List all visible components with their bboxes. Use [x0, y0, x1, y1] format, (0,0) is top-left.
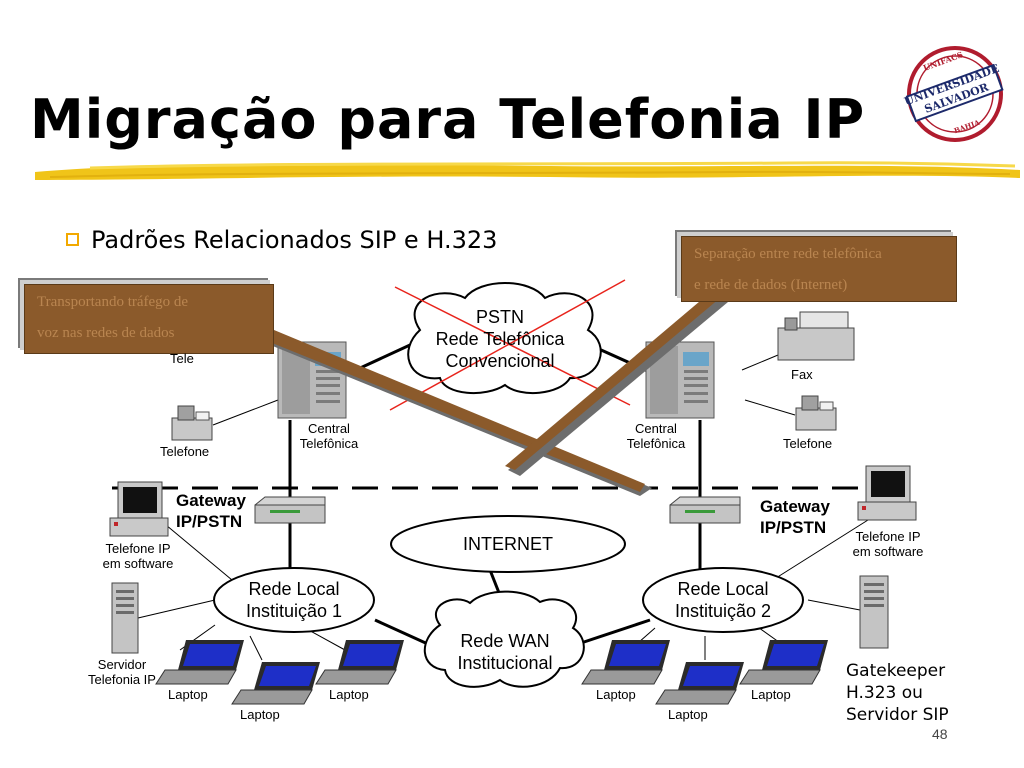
telefone-left-partial-label: Tele — [170, 351, 194, 366]
pstn-line3: Convencional — [445, 351, 555, 371]
gatekeeper-label: Gatekeeper H.323 ou Servidor SIP — [846, 660, 953, 726]
softphone-left-label: Telefone IP em software — [88, 541, 188, 571]
wan-line1: Rede WAN — [460, 631, 550, 651]
connection-lines — [288, 343, 702, 647]
gatekeeper-line1: Gatekeeper — [846, 661, 946, 681]
lan1-line2: Instituição 1 — [245, 601, 343, 621]
fax-label: Fax — [791, 367, 813, 382]
lan2-ellipse — [642, 567, 804, 633]
central-left-label: Central Telefônica — [284, 421, 374, 451]
page-number: 48 — [932, 726, 948, 742]
lan1-line1: Rede Local — [248, 579, 340, 599]
pc-right-icon — [857, 465, 917, 521]
laptop-label-3: Laptop — [329, 687, 369, 702]
telephone-left-icon — [171, 405, 213, 441]
laptop-label-2: Laptop — [240, 707, 280, 722]
gateway-left-line2: IP/PSTN — [176, 512, 243, 531]
gateway-left-icon — [254, 496, 326, 524]
pstn-line2: Rede Telefônica — [435, 329, 565, 349]
laptop-icon-5 — [655, 662, 744, 705]
server-right-icon — [859, 575, 889, 649]
gateway-right-line1: Gateway — [760, 497, 830, 516]
laptop-icon-2 — [231, 662, 320, 705]
gateway-right-line2: IP/PSTN — [760, 518, 827, 537]
callout-left-line2: voz nas redes de dados — [37, 325, 175, 341]
gateway-right-label: Gateway IP/PSTN — [760, 496, 830, 538]
softphone-right-line2: em software — [852, 544, 924, 559]
gatekeeper-line3: Servidor SIP — [846, 705, 949, 725]
telefone-left-label: Telefone — [160, 444, 210, 459]
central-right-label: Central Telefônica — [611, 421, 701, 451]
pstn-line1: PSTN — [475, 307, 524, 327]
wan-cloud — [423, 590, 585, 688]
wan-label: Rede WAN Institucional — [430, 630, 580, 674]
central-right-line2: Telefônica — [626, 436, 686, 451]
laptop-label-1: Laptop — [168, 687, 208, 702]
telephone-right-icon — [795, 395, 837, 431]
gateway-right-icon — [669, 496, 741, 524]
softphone-right-label: Telefone IP em software — [838, 529, 938, 559]
pstn-cross-lines — [389, 279, 631, 411]
callout-right-pointer — [505, 296, 728, 476]
gateway-left-line1: Gateway — [176, 491, 246, 510]
callout-right-line2: e rede de dados (Internet) — [694, 277, 848, 293]
pstn-label: PSTN Rede Telefônica Convencional — [410, 306, 590, 372]
internet-label: INTERNET — [463, 534, 553, 554]
telefone-right-label: Telefone — [783, 436, 833, 451]
softphone-right-line1: Telefone IP — [855, 529, 921, 544]
lan2-line1: Rede Local — [677, 579, 769, 599]
pc-left-icon — [109, 481, 169, 537]
central-right-line1: Central — [635, 421, 677, 436]
laptop-label-5: Laptop — [668, 707, 708, 722]
lan1-ellipse — [213, 567, 375, 633]
wan-line2: Institucional — [457, 653, 553, 673]
callout-right: Separação entre rede telefônica e rede d… — [681, 236, 957, 302]
callout-right-line1: Separação entre rede telefônica — [694, 246, 882, 262]
servidor-line1: Servidor — [97, 657, 147, 672]
lan2-label: Rede Local Instituição 2 — [643, 578, 803, 622]
university-seal-icon — [905, 46, 1004, 142]
central-left-line1: Central — [308, 421, 350, 436]
gateway-left-label: Gateway IP/PSTN — [176, 490, 246, 532]
laptop-icon-6 — [739, 640, 828, 685]
central-left-line2: Telefônica — [299, 436, 359, 451]
servidor-label: Servidor Telefonia IP — [72, 657, 172, 687]
gatekeeper-line2: H.323 ou — [846, 683, 923, 703]
title-underline — [35, 161, 1020, 180]
internet-ellipse — [390, 515, 626, 573]
slide-title: Migração para Telefonia IP — [30, 88, 866, 151]
fax-icon — [777, 311, 855, 361]
bullet-text: Padrões Relacionados SIP e H.323 — [91, 226, 498, 254]
callout-left-line1: Transportando tráfego de — [37, 294, 189, 310]
softphone-left-line2: em software — [102, 556, 174, 571]
laptop-label-6: Laptop — [751, 687, 791, 702]
lan2-line2: Instituição 2 — [674, 601, 772, 621]
laptop-icon-3 — [315, 640, 404, 685]
laptop-icon-1 — [155, 640, 244, 685]
servidor-line2: Telefonia IP — [88, 672, 156, 687]
server-left-icon — [111, 582, 139, 654]
bullet-item: Padrões Relacionados SIP e H.323 — [66, 226, 497, 254]
callout-left: Transportando tráfego de voz nas redes d… — [24, 284, 274, 354]
lan1-label: Rede Local Instituição 1 — [214, 578, 374, 622]
laptop-label-4: Laptop — [596, 687, 636, 702]
square-bullet-icon — [66, 233, 79, 246]
softphone-left-line1: Telefone IP — [105, 541, 171, 556]
laptop-icon-4 — [581, 640, 670, 685]
